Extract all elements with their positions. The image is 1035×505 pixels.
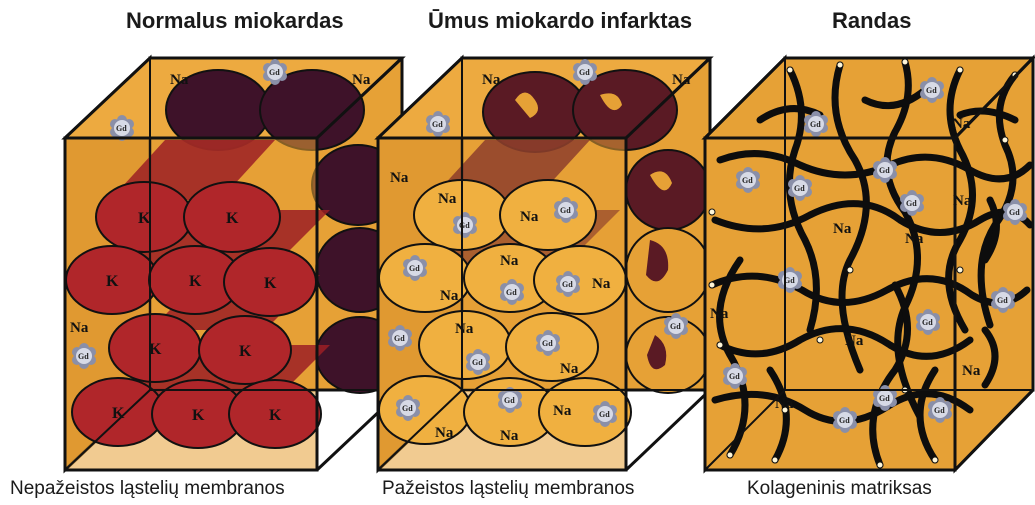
na-label: Na <box>440 288 459 304</box>
na-label: Na <box>905 231 924 247</box>
na-label: Na <box>500 428 519 444</box>
svg-text:Gd: Gd <box>506 288 517 297</box>
svg-text:Gd: Gd <box>906 199 917 208</box>
gd-label: Gd <box>116 124 127 133</box>
cell-label: K <box>106 273 119 290</box>
svg-text:Gd: Gd <box>794 184 805 193</box>
cell <box>500 180 596 250</box>
svg-text:Gd: Gd <box>670 322 681 331</box>
caption-normal: Nepažeistos ląstelių membranos <box>10 478 285 500</box>
cell-label: K <box>239 343 252 360</box>
cell-label: K <box>269 407 282 424</box>
svg-text:Gd: Gd <box>409 264 420 273</box>
na-label: Na <box>845 333 864 349</box>
na-label: Na <box>833 221 852 237</box>
na-label: Na <box>553 403 572 419</box>
svg-text:Gd: Gd <box>922 318 933 327</box>
panel-scar: Na Na Na Na Na Na Na Na Gd Gd Gd Gd Gd G… <box>705 58 1033 470</box>
svg-text:Gd: Gd <box>729 372 740 381</box>
na-label: Na <box>435 425 454 441</box>
na-label: Na <box>438 191 457 207</box>
panel-normal: K K K K K K K K K K Na Na Na Gd Gd Gd <box>65 58 404 470</box>
svg-text:Gd: Gd <box>879 394 890 403</box>
na-label: Na <box>500 253 519 269</box>
na-label: Na <box>352 72 371 88</box>
svg-text:Gd: Gd <box>810 120 821 129</box>
caption-scar: Kolageninis matriksas <box>747 478 932 500</box>
svg-text:Gd: Gd <box>1009 208 1020 217</box>
svg-text:Gd: Gd <box>839 416 850 425</box>
svg-text:Gd: Gd <box>579 68 590 77</box>
na-label: Na <box>592 276 611 292</box>
svg-text:Gd: Gd <box>459 221 470 230</box>
caption-infarct: Pažeistos ląstelių membranos <box>382 478 634 500</box>
svg-text:Gd: Gd <box>599 410 610 419</box>
panel-infarct: Na Na Na Na Na Na Na Na Na Na Na Na Na G… <box>378 58 710 470</box>
na-label: Na <box>455 321 474 337</box>
svg-text:Gd: Gd <box>926 86 937 95</box>
svg-text:Gd: Gd <box>402 404 413 413</box>
na-label: Na <box>962 363 981 379</box>
na-label: Na <box>170 72 189 88</box>
cell <box>379 376 471 444</box>
svg-text:Gd: Gd <box>472 358 483 367</box>
svg-text:Gd: Gd <box>742 176 753 185</box>
gd-label: Gd <box>269 68 280 77</box>
na-label: Na <box>70 320 89 336</box>
svg-text:Gd: Gd <box>562 280 573 289</box>
cell-label: K <box>192 407 205 424</box>
svg-text:Gd: Gd <box>560 206 571 215</box>
svg-text:Gd: Gd <box>432 120 443 129</box>
na-label: Na <box>482 72 501 88</box>
svg-text:Gd: Gd <box>394 334 405 343</box>
na-label: Na <box>560 361 579 377</box>
na-label: Na <box>390 170 409 186</box>
svg-text:Gd: Gd <box>542 339 553 348</box>
svg-text:Gd: Gd <box>504 396 515 405</box>
svg-text:Gd: Gd <box>879 166 890 175</box>
na-label: Na <box>710 306 729 322</box>
na-label: Na <box>520 209 539 225</box>
cell-label: K <box>264 275 277 292</box>
svg-text:Gd: Gd <box>934 406 945 415</box>
cell-label: K <box>189 273 202 290</box>
svg-text:Gd: Gd <box>997 296 1008 305</box>
cell-label: K <box>226 210 239 227</box>
gd-label: Gd <box>78 352 89 361</box>
